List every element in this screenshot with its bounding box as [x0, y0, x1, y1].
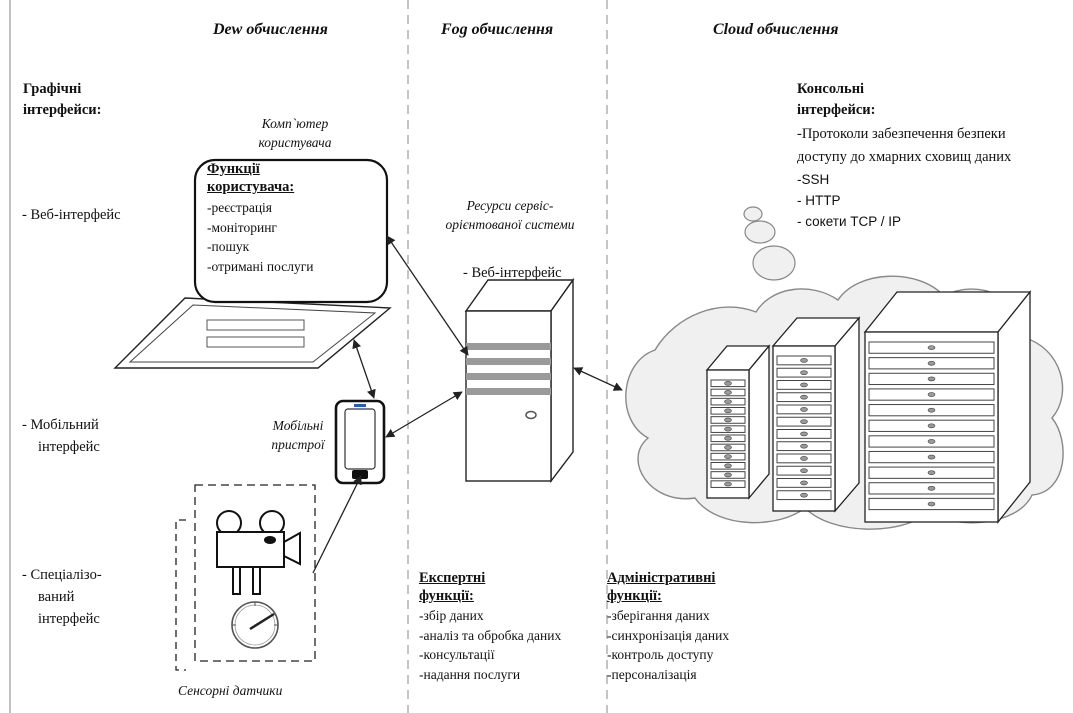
left-special-1: - Спеціалізо-: [22, 567, 102, 583]
server-medium-side: [834, 316, 860, 513]
sensors-box: [194, 484, 316, 662]
server-medium-led: [800, 431, 808, 437]
expert-title-1: Експертні: [419, 570, 486, 586]
expert-function-item: -збір даних: [419, 608, 484, 623]
left-mobile-1: - Мобільний: [22, 417, 99, 433]
server-small-led: [724, 472, 732, 478]
server-medium-led: [800, 456, 808, 461]
admin-function-item: -контроль доступу: [607, 647, 714, 662]
server-large-led: [927, 486, 936, 491]
video-camera-icon: [216, 510, 301, 595]
left-mobile-2: інтерфейс: [38, 439, 100, 455]
left-web-interface: - Веб-інтерфейс: [22, 207, 121, 223]
server-large-led: [927, 360, 936, 366]
arrow-laptop-mobile: [352, 339, 376, 399]
arrow-sensors-mobile: [312, 475, 362, 574]
server-large-led: [927, 376, 936, 382]
laptop-icon: [113, 158, 392, 369]
admin-function-item: -зберігання даних: [607, 608, 710, 623]
server-large-side: [997, 290, 1031, 524]
computer-caption: Комп`ютер користувача: [258, 116, 332, 150]
graphic-title-1: Графічні: [23, 81, 82, 97]
server-small-led: [724, 426, 732, 432]
admin-functions-list: -зберігання даних -синхронізація даних -…: [607, 606, 729, 684]
server-medium-led: [800, 382, 808, 388]
server-small-led: [724, 408, 732, 414]
console-item: - сокети TCP / IP: [797, 214, 902, 229]
server-medium-led: [800, 468, 808, 473]
console-item: -SSH: [797, 172, 830, 187]
mobile-caption: Мобільні пристрої: [271, 418, 325, 452]
server-medium-led: [800, 419, 808, 424]
server-small-led: [724, 417, 732, 423]
server-medium-led: [800, 492, 808, 498]
server-large-led: [927, 407, 936, 413]
console-title-1: Консольні: [797, 81, 865, 97]
header-fog: Fog обчислення: [441, 21, 554, 38]
user-functions-title-2: користувача:: [207, 179, 295, 195]
server-medium-led: [800, 443, 808, 449]
server-small-led: [724, 399, 732, 404]
expert-title-2: функції:: [419, 588, 474, 604]
sensors-bracket: [175, 519, 186, 671]
header-dew: Dew обчислення: [213, 21, 328, 38]
server-large-led: [927, 454, 936, 460]
console-item: доступу до хмарних сховищ даних: [797, 149, 1012, 165]
server-small-led: [724, 454, 732, 459]
sensors-caption: Сенсорні датчики: [178, 683, 283, 698]
server-medium-led: [800, 358, 808, 363]
left-special-3: інтерфейс: [38, 611, 100, 627]
server-medium-led: [800, 407, 808, 412]
server-small-led: [724, 481, 732, 487]
expert-functions-list: -збір даних -аналіз та обробка даних -ко…: [419, 606, 561, 684]
server-large-led: [927, 423, 936, 429]
server-small-led: [724, 380, 732, 386]
gauge-icon: [231, 601, 279, 649]
server-small-led: [724, 390, 732, 395]
fog-web-interface: - Веб-інтерфейс: [463, 265, 562, 281]
user-functions-list: -реєстрація -моніторинг -пошук -отримані…: [207, 198, 313, 276]
user-functions-title-1: Функції: [207, 161, 260, 177]
server-large-led: [927, 345, 936, 350]
cloud-servers: [705, 290, 1032, 524]
mobile-device-icon: [334, 399, 386, 485]
graphic-title-2: інтерфейси:: [23, 102, 102, 118]
arrow-laptop-fog: [386, 235, 469, 356]
user-function-item: -пошук: [207, 239, 250, 254]
server-medium-led: [800, 394, 808, 400]
admin-title-2: функції:: [607, 588, 662, 604]
server-small-side: [748, 344, 770, 500]
arrow-fog-cloud: [573, 367, 623, 391]
expert-function-item: -консультації: [419, 647, 495, 662]
admin-title-1: Адміністративні: [607, 570, 716, 586]
left-special-2: ваний: [38, 589, 75, 605]
user-function-item: -отримані послуги: [207, 258, 314, 274]
server-medium-led: [800, 480, 808, 486]
fog-resources-caption: Ресурси сервіс- орієнтованої системи: [445, 198, 575, 232]
server-large-led: [927, 439, 936, 444]
expert-function-item: -аналіз та обробка даних: [419, 627, 562, 643]
server-medium-led: [800, 370, 808, 375]
fog-server-icon: [464, 277, 575, 484]
server-small-led: [724, 435, 732, 441]
server-large-led: [927, 392, 936, 397]
server-small-led: [724, 445, 732, 450]
console-item: - HTTP: [797, 193, 841, 208]
admin-function-item: -синхронізація даних: [607, 627, 730, 643]
expert-function-item: -надання послуги: [419, 666, 521, 682]
admin-function-item: -персоналізація: [607, 666, 697, 682]
server-large-led: [927, 470, 936, 476]
console-item: -Протоколи забезпечення безпеки: [797, 126, 1006, 142]
user-function-item: -моніторинг: [207, 219, 277, 235]
server-small-led: [724, 463, 732, 469]
server-large-led: [927, 501, 936, 507]
thought-bubbles: [743, 206, 796, 281]
header-cloud: Cloud обчислення: [713, 21, 839, 38]
arrow-mobile-fog: [385, 391, 463, 438]
user-function-item: -реєстрація: [207, 200, 273, 215]
console-title-2: інтерфейси:: [797, 102, 876, 118]
